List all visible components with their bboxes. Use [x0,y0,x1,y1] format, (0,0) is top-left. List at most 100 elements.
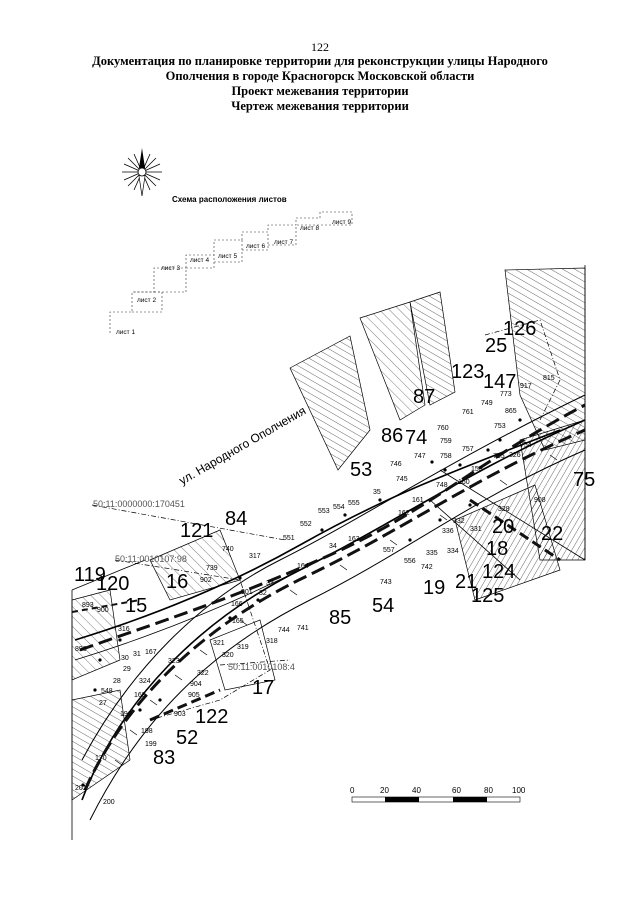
svg-text:744: 744 [278,627,290,634]
parcel-label: 147 [483,371,516,393]
sheet-3-label: лист 3 [161,265,180,272]
svg-text:773: 773 [500,391,512,398]
parcel-label: 21 [455,571,477,593]
svg-text:201: 201 [75,785,87,792]
cadastral-boundaries [91,319,561,721]
svg-text:556: 556 [404,558,416,565]
parcel-label: 83 [153,747,175,769]
sheet-5-label: лист 5 [218,253,237,260]
svg-text:29: 29 [123,666,131,673]
parcel-label: 86 [381,425,403,447]
svg-text:0: 0 [350,786,355,795]
svg-text:902: 902 [200,577,212,584]
vertex-points [81,418,522,787]
svg-text:161: 161 [412,497,424,504]
svg-text:28: 28 [113,678,121,685]
svg-text:758: 758 [440,453,452,460]
road-edges [74,394,586,821]
title-line-1: Документация по планировке территории дл… [92,54,548,68]
parcel-label: 53 [350,459,372,481]
svg-text:319: 319 [237,644,249,651]
svg-text:169: 169 [134,692,146,699]
svg-text:32: 32 [259,590,267,597]
svg-text:815: 815 [543,375,555,382]
sheet-7-label: лист 7 [274,239,293,246]
svg-text:100: 100 [512,786,526,795]
point-numbers: 815 917 773 749 865 761 760 759 753 757 … [75,375,555,806]
svg-text:166: 166 [231,601,243,608]
svg-text:324: 324 [139,678,151,685]
title-line-4: Чертеж межевания территории [231,99,409,113]
svg-text:334: 334 [447,548,459,555]
svg-text:917: 917 [520,383,532,390]
svg-text:551: 551 [283,535,295,542]
svg-text:199: 199 [145,741,157,748]
parcel-label: 52 [176,727,198,749]
title-line-3: Проект межевания территории [231,84,409,98]
svg-text:198: 198 [141,728,153,735]
svg-text:865: 865 [505,408,517,415]
svg-text:162: 162 [398,510,410,517]
sheet-9-label: лист 9 [332,219,351,226]
svg-text:908: 908 [534,497,546,504]
svg-text:905: 905 [188,692,200,699]
boundary-ticks [114,454,558,766]
svg-text:557: 557 [383,547,395,554]
svg-text:555: 555 [348,500,360,507]
svg-text:740: 740 [222,546,234,553]
parcel-label: 75 [573,469,595,491]
svg-text:896: 896 [75,646,87,653]
svg-text:553: 553 [318,508,330,515]
svg-text:320: 320 [222,652,234,659]
svg-text:34: 34 [329,543,337,550]
svg-text:328: 328 [498,506,510,513]
svg-text:20: 20 [380,786,389,795]
svg-text:336: 336 [442,528,454,535]
svg-text:318: 318 [266,638,278,645]
parcel-label: 18 [486,538,508,560]
svg-text:165: 165 [232,618,244,625]
svg-text:745: 745 [396,476,408,483]
svg-text:160: 160 [458,479,470,486]
cadastral-label-3: 50:11:0010108:4 [228,662,295,672]
cadastral-label-2: 50:11:0010107:98 [115,554,187,564]
parcel-label: 125 [471,585,504,607]
svg-text:552: 552 [300,521,312,528]
parcel-label: 84 [225,508,247,530]
document-header: 122 Документация по планировке территори… [0,40,640,114]
svg-text:196: 196 [120,711,132,718]
parcel-label: 120 [96,573,129,595]
svg-text:893: 893 [82,602,94,609]
svg-text:901: 901 [241,589,253,596]
svg-text:755: 755 [493,453,505,460]
svg-text:748: 748 [436,482,448,489]
svg-text:27: 27 [99,700,107,707]
parcel-label: 74 [405,427,427,449]
svg-text:747: 747 [414,453,426,460]
svg-text:60: 60 [452,786,461,795]
sheet-scheme-title: Схема расположения листов [172,195,287,204]
scale-bar: 0 20 40 60 80 100 [350,786,526,803]
parcel-label: 126 [503,318,536,340]
parcel-label: 121 [180,520,213,542]
svg-text:31: 31 [133,651,141,658]
svg-text:167: 167 [145,649,157,656]
sheet-2-label: лист 2 [137,297,156,304]
svg-text:742: 742 [421,564,433,571]
parcel-label: 15 [125,595,147,617]
sheet-8-label: лист 8 [300,225,319,232]
svg-text:743: 743 [380,579,392,586]
parcel-label: 20 [492,516,514,538]
svg-text:548: 548 [101,688,113,695]
svg-text:326: 326 [509,452,521,459]
cadastral-label-1: 50:11:0000000:170451 [93,499,185,509]
svg-text:739: 739 [206,565,218,572]
parcel-label: 54 [372,595,394,617]
parcel-label: 119 [74,564,106,586]
svg-text:332: 332 [453,518,465,525]
svg-text:170: 170 [95,755,107,762]
parcel-label: 16 [166,571,188,593]
svg-text:321: 321 [213,640,225,647]
